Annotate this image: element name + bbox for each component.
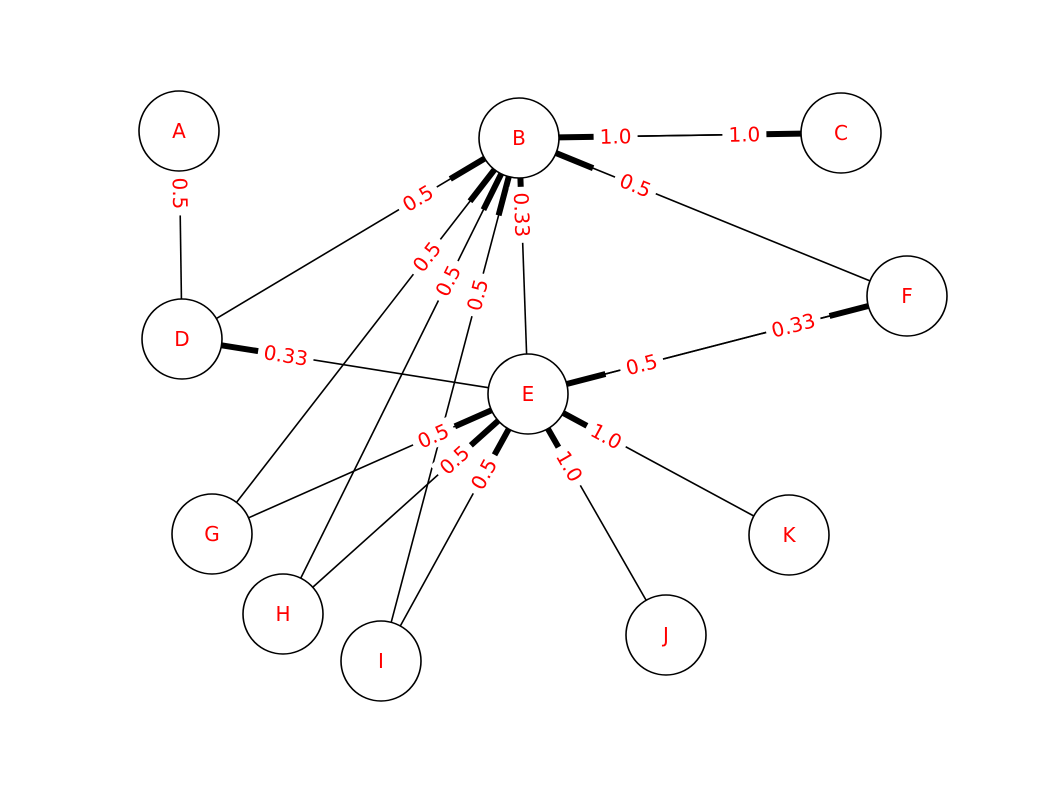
node-I: I xyxy=(340,620,422,702)
edge-arrowhead-G-E xyxy=(453,407,493,430)
edge-label-background xyxy=(508,186,535,244)
node-label: I xyxy=(378,649,384,673)
node-circle xyxy=(138,90,220,172)
edge-weight-text: 1.0 xyxy=(600,124,632,148)
edge-label-background xyxy=(763,306,824,345)
node-label: B xyxy=(512,126,526,150)
node-label: J xyxy=(661,623,669,647)
edge-label-D-B: 0.5 xyxy=(392,176,443,220)
edge-arrowhead-H-E xyxy=(466,418,501,450)
edge-label-background xyxy=(392,176,443,220)
edge-label-background xyxy=(610,165,661,205)
node-label: E xyxy=(522,382,535,406)
edge-arrowhead-F-E xyxy=(565,371,607,387)
edge-arrowhead-B-C xyxy=(760,130,802,138)
edge-label-B-C: 1.0 xyxy=(722,122,767,147)
node-circle xyxy=(748,494,830,576)
node-E: E xyxy=(487,353,569,435)
node-circle xyxy=(800,92,882,174)
node-label: H xyxy=(275,602,290,626)
edge-label-background xyxy=(462,449,506,500)
node-B: B xyxy=(478,97,560,179)
edge-label-K-E: 1.0 xyxy=(581,415,632,458)
node-K: K xyxy=(748,494,830,576)
node-circle xyxy=(866,255,948,337)
edge-weight-text: 0.33 xyxy=(769,308,818,342)
edge-weight-text: 1.0 xyxy=(728,122,760,146)
node-circle xyxy=(141,298,223,380)
node-label: D xyxy=(174,327,189,351)
edge-label-F-B: 0.5 xyxy=(610,165,661,205)
node-A: A xyxy=(138,90,220,172)
edge-label-background xyxy=(617,347,667,382)
edge-label-F-E: 0.5 xyxy=(617,347,667,382)
edge-label-background xyxy=(403,232,450,282)
edge-I-B xyxy=(390,176,510,623)
node-D: D xyxy=(141,298,223,380)
edge-label-background xyxy=(593,124,638,149)
node-circle xyxy=(625,594,707,676)
node-label: F xyxy=(901,284,913,308)
nodes-layer: A B C D E F G H I J K xyxy=(138,90,948,702)
edge-H-B xyxy=(300,173,502,579)
node-J: J xyxy=(625,594,707,676)
node-circle xyxy=(171,493,253,575)
edge-label-background xyxy=(460,270,495,320)
edge-D-B xyxy=(215,157,486,320)
edge-F-B xyxy=(555,152,871,282)
edge-label-D-A: 0.5 xyxy=(167,171,193,216)
edge-arrowhead-D-B xyxy=(448,155,487,182)
node-H: H xyxy=(242,573,324,655)
edge-label-C-B: 1.0 xyxy=(593,124,638,149)
edge-weight-text: 0.33 xyxy=(262,340,310,371)
edge-weight-text: 0.33 xyxy=(509,192,535,237)
edge-label-J-E: 1.0 xyxy=(548,441,591,492)
edge-label-background xyxy=(548,441,591,492)
edge-label-E-B: 0.33 xyxy=(508,186,535,244)
edge-arrowhead-G-B xyxy=(467,167,497,204)
edge-label-I-B: 0.5 xyxy=(460,270,495,320)
edge-arrowhead-F-B xyxy=(554,150,595,171)
node-circle xyxy=(478,97,560,179)
edge-label-background xyxy=(408,416,459,456)
node-C: C xyxy=(800,92,882,174)
node-label: A xyxy=(172,119,186,143)
edge-G-B xyxy=(235,169,496,503)
edge-weight-text: 0.5 xyxy=(462,276,493,313)
edge-label-background xyxy=(430,436,479,484)
node-G: G xyxy=(171,493,253,575)
edge-label-background xyxy=(581,415,632,458)
edge-arrowhead-H-B xyxy=(480,172,504,212)
edge-label-background xyxy=(256,339,316,372)
node-circle xyxy=(340,620,422,702)
edge-weight-text: 0.5 xyxy=(623,349,660,380)
node-circle xyxy=(242,573,324,655)
node-F: F xyxy=(866,255,948,337)
edge-label-E-D: 0.33 xyxy=(256,339,316,372)
edge-arrowhead-I-B xyxy=(495,175,512,217)
edge-label-background xyxy=(427,255,469,306)
edge-weight-text: 0.5 xyxy=(168,177,192,209)
node-circle xyxy=(487,353,569,435)
node-label: G xyxy=(204,522,220,546)
edge-label-background xyxy=(722,122,767,147)
edge-label-background xyxy=(167,171,193,216)
edge-F-E xyxy=(566,305,869,385)
edge-label-E-F: 0.33 xyxy=(763,306,824,345)
node-label: C xyxy=(834,121,848,145)
edge-arrowhead-E-D xyxy=(221,342,262,355)
node-label: K xyxy=(782,523,796,547)
